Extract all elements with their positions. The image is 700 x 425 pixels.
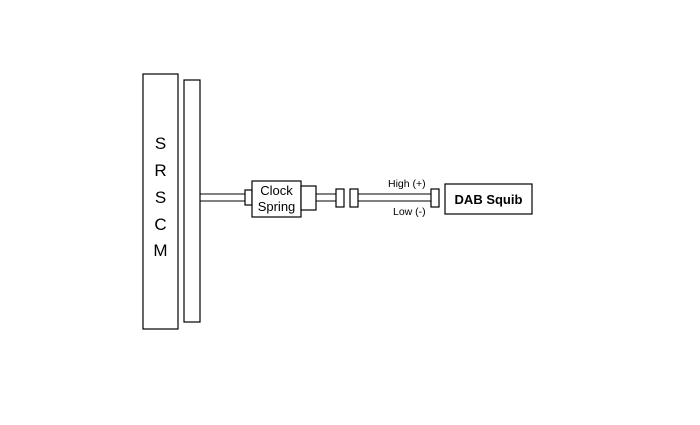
srscm-module-box xyxy=(142,73,179,330)
module-connector xyxy=(183,79,201,323)
srscm-letter-1: S xyxy=(155,134,166,153)
dab-squib-box xyxy=(444,183,533,215)
wire-low-label: Low (-) xyxy=(393,206,426,218)
clock-spring-right-tab xyxy=(300,185,317,211)
clock-spring-left-tab xyxy=(244,189,253,206)
inline-connector-right xyxy=(349,188,359,208)
inline-connector-left xyxy=(335,188,345,208)
clock-spring-label-line1: Clock xyxy=(260,183,293,198)
srscm-letter-5: M xyxy=(153,241,167,260)
squib-connector xyxy=(430,188,440,208)
dab-squib-label: DAB Squib xyxy=(455,192,523,207)
srscm-letter-3: S xyxy=(155,188,166,207)
srscm-letter-2: R xyxy=(154,161,166,180)
wire-high-label: High (+) xyxy=(388,178,426,190)
srscm-letter-4: C xyxy=(154,215,166,234)
clock-spring-label-line2: Spring xyxy=(258,199,296,214)
